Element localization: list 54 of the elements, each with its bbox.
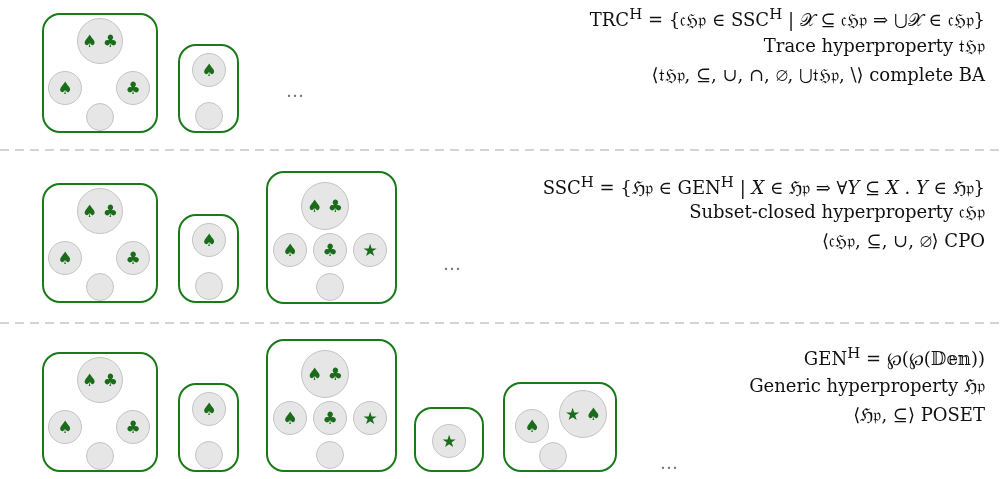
symbol-circle: ♠ bbox=[48, 71, 82, 105]
caption-text: Generic hyperproperty ℌ𝔭 bbox=[749, 374, 985, 397]
symbol-circle: ♠ ♣ bbox=[77, 188, 123, 234]
rounded-frame bbox=[178, 44, 239, 133]
symbol-circle: ★ ♠ bbox=[559, 390, 607, 438]
caption-text: ⟨𝔱ℌ𝔭, ⊆, ∪, ∩, ∅, ⋃𝔱ℌ𝔭, \⟩ complete BA bbox=[651, 64, 985, 86]
empty-circle bbox=[195, 441, 223, 469]
rounded-frame bbox=[42, 13, 158, 133]
symbol-circle: ♠ bbox=[192, 223, 226, 257]
empty-circle bbox=[195, 272, 223, 300]
empty-circle bbox=[316, 441, 344, 469]
rounded-frame bbox=[503, 382, 617, 472]
symbol-circle: ♠ bbox=[48, 410, 82, 444]
symbol-circle: ♣ bbox=[313, 233, 347, 267]
rounded-frame bbox=[178, 383, 239, 472]
rounded-frame bbox=[414, 407, 484, 472]
rounded-frame bbox=[42, 183, 158, 303]
rounded-frame bbox=[42, 352, 158, 472]
symbol-circle: ♠ bbox=[48, 241, 82, 275]
symbol-circle: ♣ bbox=[313, 401, 347, 435]
ellipsis: … bbox=[660, 452, 681, 473]
symbol-circle: ♠ ♣ bbox=[301, 182, 349, 230]
symbol-circle: ★ bbox=[353, 233, 387, 267]
rounded-frame bbox=[266, 171, 397, 304]
empty-circle bbox=[539, 442, 567, 470]
symbol-circle: ♣ bbox=[116, 410, 150, 444]
symbol-circle: ♠ ♣ bbox=[77, 357, 123, 403]
caption-text: Subset-closed hyperproperty 𝔠ℌ𝔭 bbox=[689, 201, 985, 223]
symbol-circle: ★ bbox=[432, 424, 466, 458]
empty-circle bbox=[86, 273, 114, 301]
empty-circle bbox=[86, 442, 114, 470]
formula: GEN$^{H}$ = ℘(℘(𝔻𝕖𝕟)) bbox=[803, 344, 985, 370]
symbol-circle: ♠ bbox=[192, 392, 226, 426]
symbol-circle: ♠ bbox=[192, 53, 226, 87]
symbol-circle: ♠ bbox=[273, 233, 307, 267]
formula: TRC$^{H}$ = {𝔠ℌ𝔭 ∈ SSC$^{H}$ | 𝒳 ⊆ 𝔠ℌ𝔭 ⇒ ⋃𝒳 ∈ 𝔠ℌ𝔭} bbox=[589, 5, 985, 31]
rounded-frame bbox=[266, 339, 397, 472]
symbol-circle: ♠ bbox=[515, 409, 549, 443]
rounded-frame bbox=[178, 214, 239, 303]
empty-circle bbox=[86, 103, 114, 131]
caption-text: ⟨ℌ𝔭, ⊆⟩ POSET bbox=[853, 403, 985, 426]
ellipsis: … bbox=[286, 80, 307, 101]
symbol-circle: ♣ bbox=[116, 71, 150, 105]
ellipsis: … bbox=[443, 253, 464, 274]
symbol-circle: ♠ ♣ bbox=[301, 350, 349, 398]
symbol-circle: ♠ bbox=[273, 401, 307, 435]
empty-circle bbox=[195, 102, 223, 130]
symbol-circle: ♣ bbox=[116, 241, 150, 275]
symbol-circle: ★ bbox=[353, 401, 387, 435]
formula: SSC$^{H}$ = {ℌ𝔭 ∈ GEN$^{H}$ | X ∈ ℌ𝔭 ⇒ ∀Y ⊆ X . Y ∈ ℌ𝔭} bbox=[542, 173, 985, 199]
caption-text: Trace hyperproperty 𝔱ℌ𝔭 bbox=[763, 35, 985, 57]
empty-circle bbox=[316, 273, 344, 301]
caption-text: ⟨𝔠ℌ𝔭, ⊆, ∪, ∅⟩ CPO bbox=[822, 230, 985, 252]
symbol-circle: ♠ ♣ bbox=[77, 18, 123, 64]
